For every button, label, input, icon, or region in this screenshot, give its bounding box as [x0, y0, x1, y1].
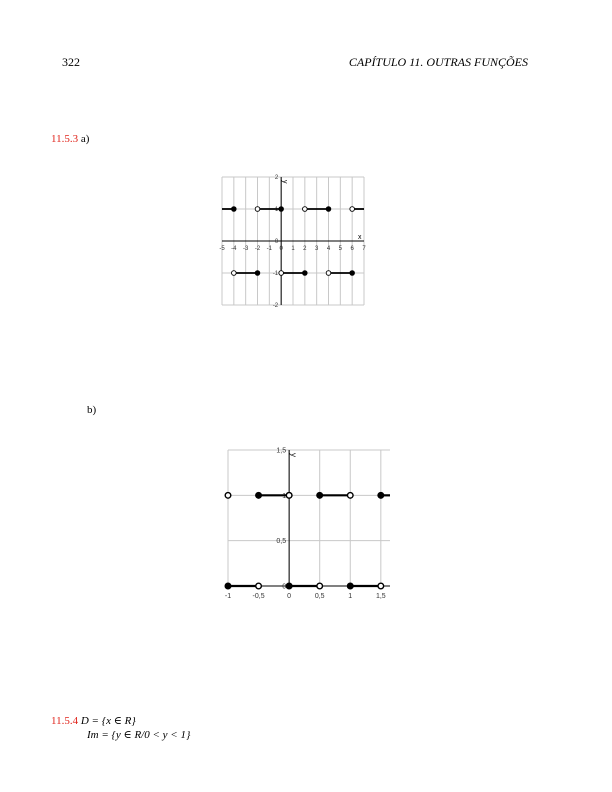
- x-tick-label: -4: [231, 246, 237, 252]
- exercise-part-label: b): [87, 404, 97, 416]
- page-number: 322: [62, 55, 80, 69]
- y-axis-label: y: [281, 180, 288, 184]
- closed-endpoint: [285, 582, 293, 590]
- y-tick-label: -1: [273, 271, 279, 277]
- closed-endpoint: [325, 206, 332, 212]
- closed-endpoint: [255, 491, 263, 499]
- x-tick-label: 7: [362, 246, 366, 252]
- image-text: Im = {y ∈ R/0 < y < 1}: [87, 729, 191, 741]
- x-tick-label: 2: [303, 246, 307, 252]
- open-endpoint: [278, 270, 284, 276]
- closed-endpoint: [254, 270, 261, 276]
- x-tick-label: 3: [315, 246, 319, 252]
- exercise-number: 11.5.3: [51, 133, 79, 145]
- x-tick-label: -5: [219, 246, 225, 252]
- open-point: [285, 491, 293, 499]
- y-tick-label: 2: [275, 175, 279, 181]
- open-endpoint: [302, 206, 308, 212]
- chart-b: -1-0,500,511,51,510,50y: [218, 440, 398, 615]
- x-tick-label: 6: [350, 246, 354, 252]
- open-endpoint: [231, 270, 237, 276]
- image-set-line: Im = {y ∈ R/0 < y < 1}: [87, 728, 190, 741]
- x-tick-label: -0,5: [253, 593, 265, 600]
- x-axis-label: x: [358, 234, 362, 241]
- y-tick-label: 1,5: [276, 448, 286, 455]
- open-endpoint: [346, 491, 354, 499]
- exercise-11-5-3: 11.5.3 a): [51, 133, 89, 145]
- open-endpoint: [325, 270, 332, 276]
- x-tick-label: 5: [339, 246, 343, 252]
- closed-endpoint: [377, 491, 385, 499]
- y-tick-label: 0: [282, 584, 286, 591]
- y-tick-label: 1: [275, 207, 279, 213]
- closed-endpoint: [346, 582, 354, 590]
- y-tick-label: 0: [275, 239, 279, 245]
- x-tick-label: 1: [348, 593, 352, 600]
- closed-endpoint: [349, 270, 355, 276]
- open-endpoint: [377, 582, 385, 590]
- open-endpoint: [255, 582, 263, 590]
- running-head: CAPÍTULO 11. OUTRAS FUNÇÕES: [348, 55, 528, 69]
- exercise-part-b: b): [87, 404, 96, 416]
- exercise-11-5-4: 11.5.4 D = {x ∈ R}: [51, 714, 136, 727]
- x-tick-label: -1: [225, 593, 231, 600]
- open-endpoint: [316, 582, 324, 590]
- y-axis-label: y: [289, 453, 298, 457]
- x-tick-label: -1: [267, 246, 273, 252]
- exercise-part-label: a): [80, 133, 90, 145]
- x-tick-label: 0: [287, 593, 291, 600]
- closed-endpoint: [316, 491, 324, 499]
- x-tick-label: 1: [291, 246, 295, 252]
- domain-text: D = {x ∈ R}: [80, 715, 136, 727]
- closed-endpoint: [302, 270, 308, 276]
- chart-b-svg: -1-0,500,511,51,510,50y: [224, 448, 390, 600]
- open-endpoint: [254, 206, 261, 212]
- x-tick-label: 1,5: [376, 593, 386, 600]
- exercise-number: 11.5.4: [51, 715, 79, 727]
- open-endpoint: [349, 206, 355, 212]
- x-tick-label: 4: [327, 246, 331, 252]
- y-tick-label: -2: [273, 303, 279, 309]
- x-tick-label: -2: [255, 246, 261, 252]
- open-point: [224, 491, 232, 499]
- x-tick-label: 0,5: [315, 593, 325, 600]
- x-tick-label: 0: [279, 246, 283, 252]
- closed-endpoint: [231, 206, 237, 212]
- closed-endpoint: [278, 206, 284, 212]
- closed-endpoint: [224, 582, 232, 590]
- y-tick-label: 0,5: [276, 538, 286, 545]
- x-tick-label: -3: [243, 246, 249, 252]
